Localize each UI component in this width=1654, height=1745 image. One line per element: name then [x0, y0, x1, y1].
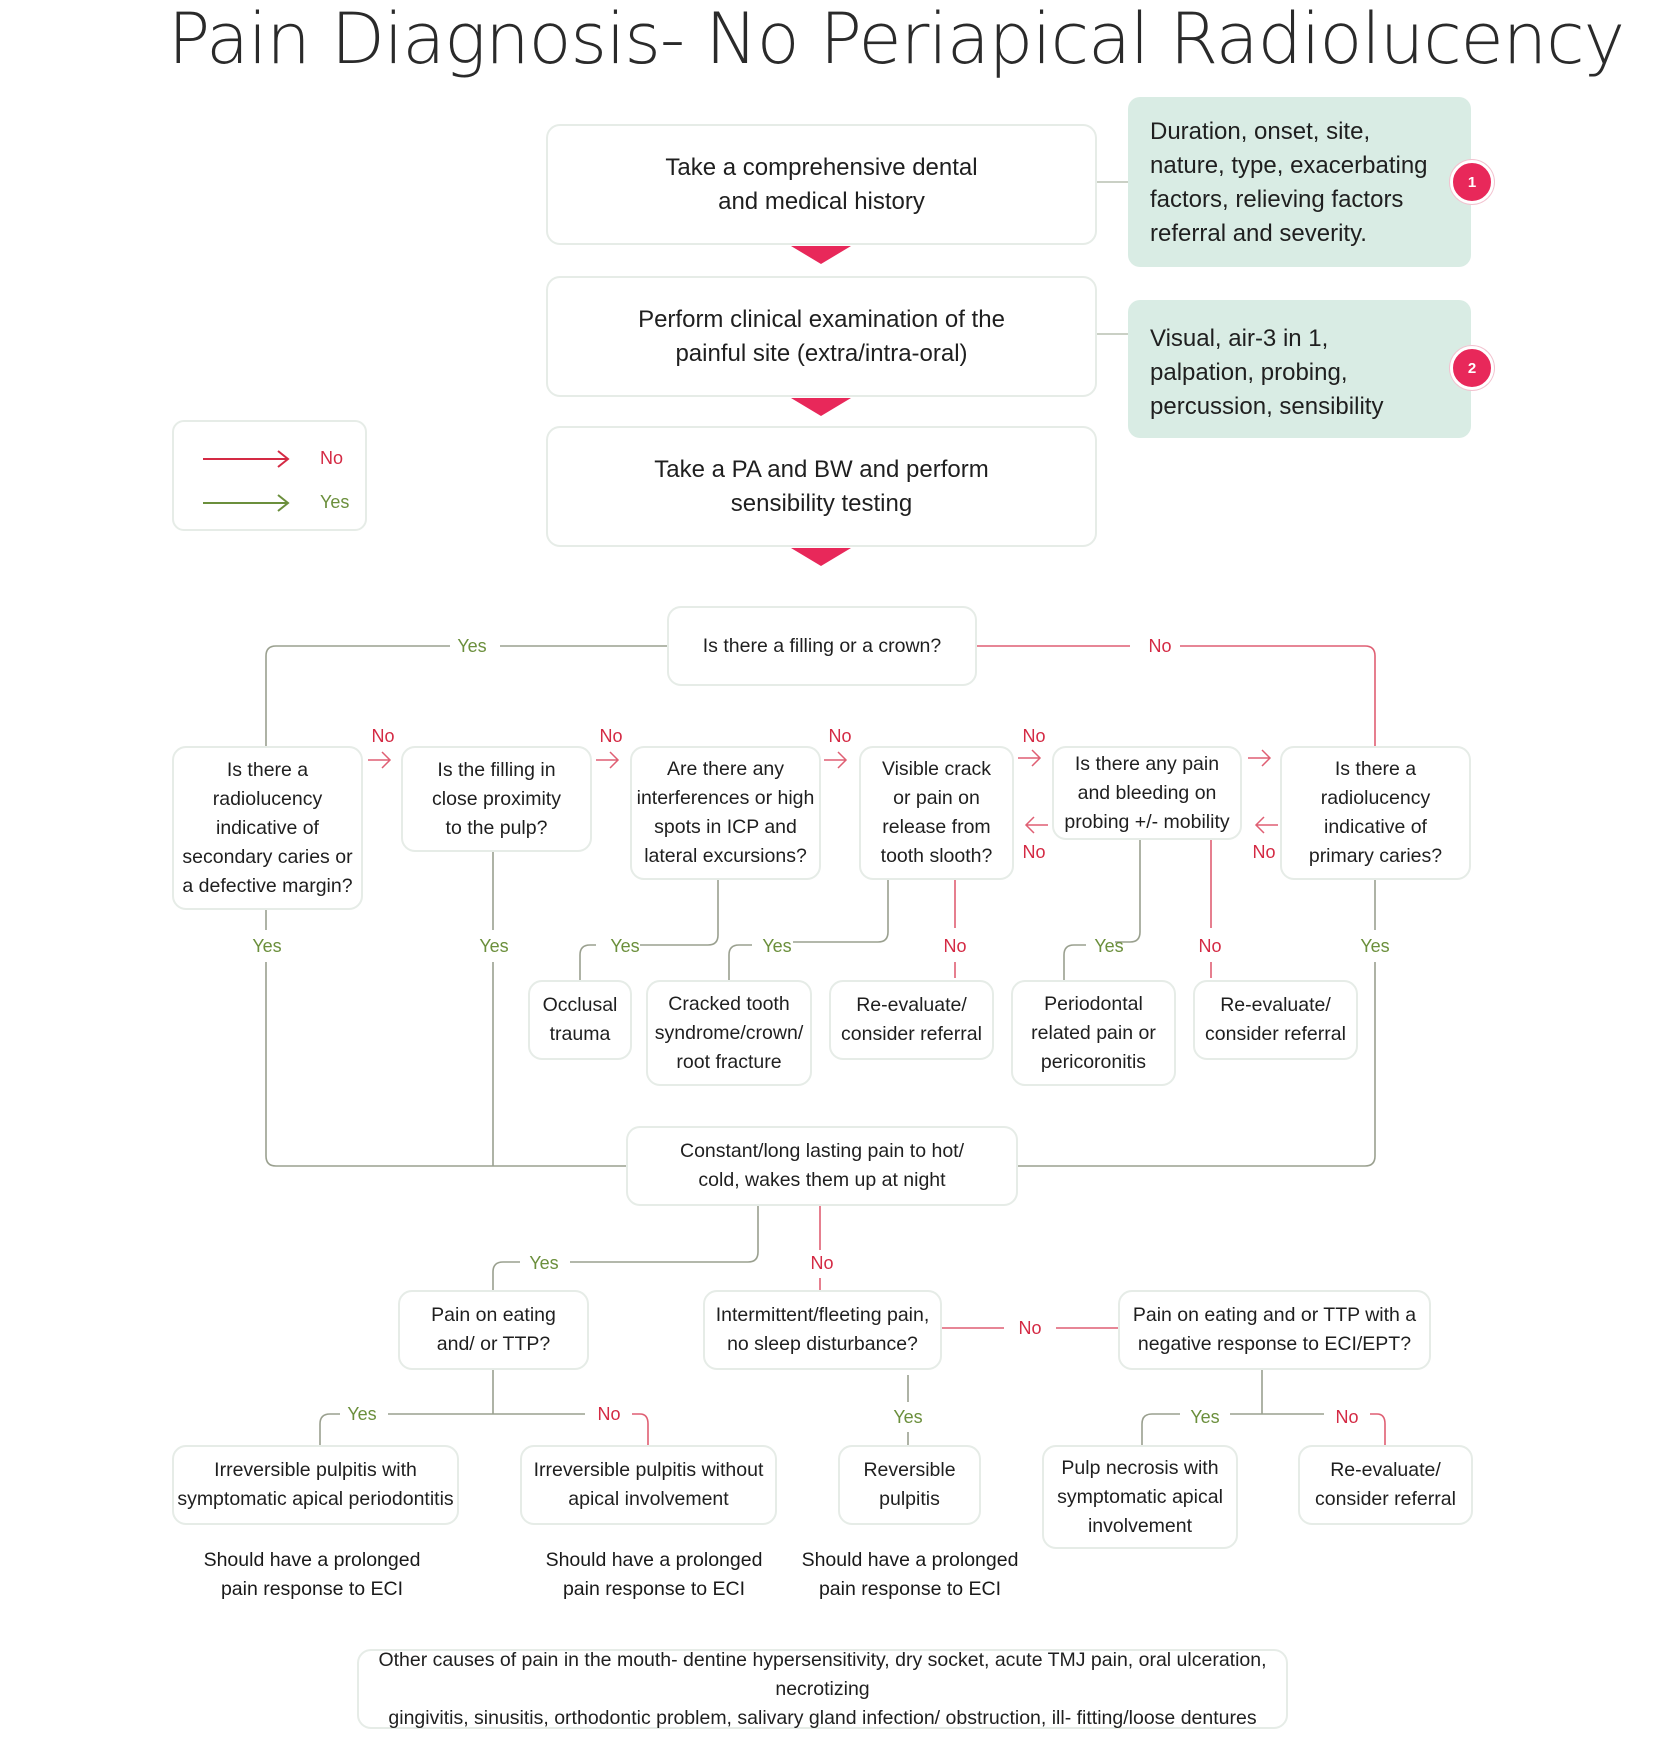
- legend-yes-label: Yes: [320, 492, 350, 512]
- note-history: Duration, onset, site, nature, type, exa…: [1128, 97, 1471, 267]
- label-eci-yes: Yes: [1190, 1407, 1220, 1427]
- outcome-reevaluate-2: Re-evaluate/ consider referral: [1193, 980, 1358, 1060]
- label-eci-no: No: [1335, 1407, 1359, 1427]
- question-constant-pain: Constant/long lasting pain to hot/ cold,…: [626, 1126, 1018, 1206]
- label-secondary-yes: Yes: [252, 936, 282, 956]
- step-radiograph: Take a PA and BW and perform sensibility…: [546, 426, 1097, 547]
- footnote-irreversible-no-apical: Should have a prolonged pain response to…: [545, 1549, 763, 1600]
- legend-no-label: No: [320, 448, 344, 468]
- label-crack-no: No: [943, 936, 967, 956]
- label-primary-yes: Yes: [1360, 936, 1390, 956]
- outcome-cracked-tooth: Cracked tooth syndrome/crown/ root fract…: [646, 980, 812, 1086]
- outcome-irreversible-no-apical: Irreversible pulpitis without apical inv…: [520, 1445, 777, 1525]
- question-interferences: Are there any interferences or high spot…: [630, 746, 821, 880]
- outcome-occlusal-trauma: Occlusal trauma: [528, 980, 632, 1060]
- question-filling-crown: Is there a filling or a crown?: [667, 606, 977, 686]
- step-clinical-exam: Perform clinical examination of the pain…: [546, 276, 1097, 397]
- label-eating-yes: Yes: [347, 1404, 377, 1424]
- note-badge-2: 2: [1450, 346, 1494, 390]
- note-exam: Visual, air-3 in 1, palpation, probing, …: [1128, 300, 1471, 438]
- label-constant-yes: Yes: [529, 1253, 559, 1273]
- label-eating-no: No: [597, 1404, 621, 1424]
- outcome-periodontal-pain: Periodontal related pain or pericoroniti…: [1011, 980, 1176, 1086]
- label-primary-no: No: [1252, 842, 1276, 862]
- outcome-irreversible-symptomatic: Irreversible pulpitis with symptomatic a…: [172, 1445, 459, 1525]
- label-intermittent-no: No: [1018, 1318, 1042, 1338]
- label-crack-yes: Yes: [762, 936, 792, 956]
- label-interference-yes: Yes: [610, 936, 640, 956]
- label-perio-no: No: [1198, 936, 1222, 956]
- label-to-crack-no: No: [1022, 726, 1046, 746]
- page-title: Pain Diagnosis- No Periapical Radiolucen…: [168, 0, 1625, 80]
- note-badge-1: 1: [1450, 160, 1494, 204]
- question-primary-caries: Is there a radiolucency indicative of pr…: [1280, 746, 1471, 880]
- label-perio-yes: Yes: [1094, 936, 1124, 956]
- other-causes-note: Other causes of pain in the mouth- denti…: [357, 1649, 1288, 1729]
- question-secondary-caries: Is there a radiolucency indicative of se…: [172, 746, 363, 910]
- label-filling-yes: Yes: [457, 636, 487, 656]
- footnote-irreversible-symptomatic: Should have a prolonged pain response to…: [203, 1549, 421, 1600]
- legend: No Yes: [172, 420, 367, 531]
- footnote-reversible: Should have a prolonged pain response to…: [801, 1549, 1019, 1600]
- outcome-reversible-pulpitis: Reversible pulpitis: [838, 1445, 981, 1525]
- outcome-reevaluate-3: Re-evaluate/ consider referral: [1298, 1445, 1473, 1525]
- outcome-pulp-necrosis: Pulp necrosis with symptomatic apical in…: [1042, 1445, 1238, 1549]
- label-perio-to-crack-no: No: [1022, 842, 1046, 862]
- question-crack: Visible crack or pain on release from to…: [859, 746, 1014, 880]
- label-proximity-yes: Yes: [479, 936, 509, 956]
- label-filling-no: No: [1148, 636, 1172, 656]
- question-intermittent: Intermittent/fleeting pain, no sleep dis…: [703, 1290, 942, 1370]
- question-negative-eci: Pain on eating and or TTP with a negativ…: [1118, 1290, 1431, 1370]
- question-perio-probing: Is there any pain and bleeding on probin…: [1052, 746, 1242, 840]
- question-pain-eating: Pain on eating and/ or TTP?: [398, 1290, 589, 1370]
- legend-arrows: [203, 450, 290, 512]
- question-filling-proximity: Is the filling in close proximity to the…: [401, 746, 592, 852]
- step-history: Take a comprehensive dental and medical …: [546, 124, 1097, 245]
- label-intermittent-yes: Yes: [893, 1407, 923, 1427]
- label-constant-no: No: [810, 1253, 834, 1273]
- outcome-reevaluate-1: Re-evaluate/ consider referral: [829, 980, 994, 1060]
- label-secondary-no: No: [371, 726, 395, 746]
- label-proximity-no: No: [599, 726, 623, 746]
- label-interference-no: No: [828, 726, 852, 746]
